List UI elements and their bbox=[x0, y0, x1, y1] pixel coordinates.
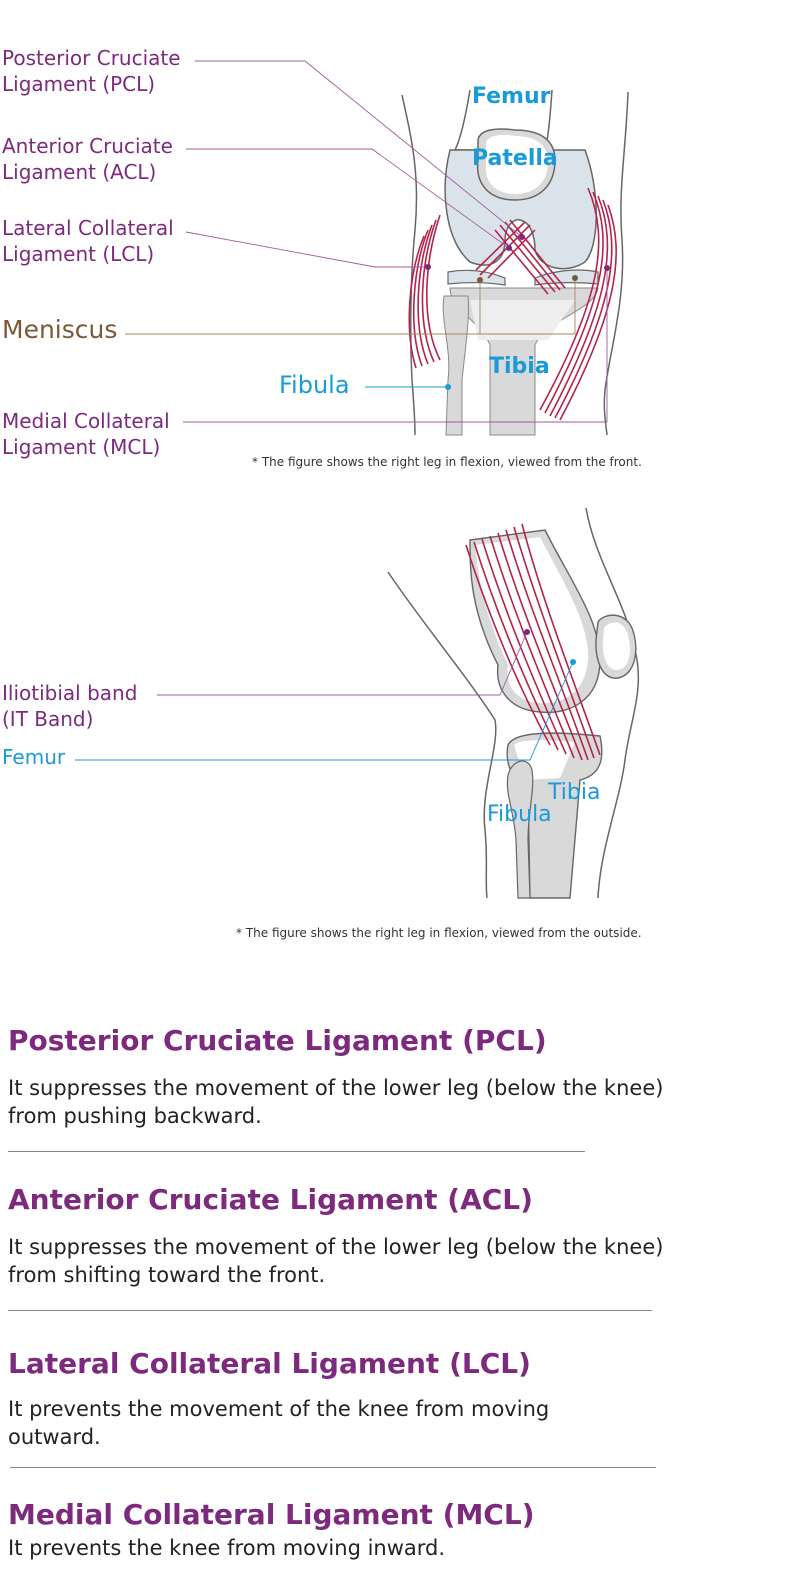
lcl-label-line1: Lateral Collateral bbox=[2, 216, 174, 240]
section-acl-title: Anterior Cruciate Ligament (ACL) bbox=[8, 1183, 533, 1216]
femur-label-front: Femur bbox=[472, 84, 551, 109]
section-divider bbox=[8, 1310, 652, 1311]
mcl-label-line2: Ligament (MCL) bbox=[2, 435, 161, 459]
section-mcl-body: It prevents the knee from moving inward. bbox=[8, 1536, 446, 1560]
mcl-label: Medial Collateral Ligament (MCL) bbox=[2, 408, 170, 460]
section-mcl: Medial Collateral Ligament (MCL) It prev… bbox=[8, 1498, 668, 1562]
section-pcl-title: Posterior Cruciate Ligament (PCL) bbox=[8, 1024, 547, 1057]
section-lcl: Lateral Collateral Ligament (LCL) It pre… bbox=[8, 1347, 668, 1451]
section-lcl-body: It prevents the movement of the knee fro… bbox=[8, 1397, 550, 1449]
tibia-label-front: Tibia bbox=[489, 354, 550, 379]
fibula-label-side: Fibula bbox=[487, 802, 552, 827]
femur-label-side: Femur bbox=[2, 745, 66, 769]
section-mcl-title: Medial Collateral Ligament (MCL) bbox=[8, 1498, 535, 1531]
acl-label: Anterior Cruciate Ligament (ACL) bbox=[2, 133, 173, 185]
side-figure-caption: * The figure shows the right leg in flex… bbox=[236, 926, 642, 940]
pcl-label: Posterior Cruciate Ligament (PCL) bbox=[2, 45, 181, 97]
tibia-label-side: Tibia bbox=[548, 780, 601, 805]
itband-label-line1: Iliotibial band bbox=[2, 681, 138, 705]
patella-label: Patella bbox=[472, 146, 558, 171]
acl-label-line2: Ligament (ACL) bbox=[2, 160, 157, 184]
section-acl-body: It suppresses the movement of the lower … bbox=[8, 1235, 664, 1287]
itband-label-line2: (IT Band) bbox=[2, 707, 94, 731]
lcl-label-line2: Ligament (LCL) bbox=[2, 242, 155, 266]
itband-label: Iliotibial band (IT Band) bbox=[2, 680, 137, 732]
front-knee-illustration bbox=[125, 60, 629, 436]
section-divider bbox=[10, 1467, 656, 1468]
section-pcl-body: It suppresses the movement of the lower … bbox=[8, 1076, 664, 1128]
fibula-label-front: Fibula bbox=[279, 371, 350, 399]
front-figure-caption: * The figure shows the right leg in flex… bbox=[252, 455, 642, 469]
mcl-label-line1: Medial Collateral bbox=[2, 409, 170, 433]
pcl-label-line2: Ligament (PCL) bbox=[2, 72, 156, 96]
side-knee-illustration bbox=[75, 507, 640, 899]
acl-label-line1: Anterior Cruciate bbox=[2, 134, 173, 158]
section-pcl: Posterior Cruciate Ligament (PCL) It sup… bbox=[8, 1024, 668, 1130]
section-acl: Anterior Cruciate Ligament (ACL) It supp… bbox=[8, 1183, 668, 1289]
section-lcl-title: Lateral Collateral Ligament (LCL) bbox=[8, 1347, 531, 1380]
section-divider bbox=[8, 1151, 585, 1152]
lcl-label: Lateral Collateral Ligament (LCL) bbox=[2, 215, 174, 267]
meniscus-label: Meniscus bbox=[2, 315, 118, 344]
pcl-label-line1: Posterior Cruciate bbox=[2, 46, 181, 70]
